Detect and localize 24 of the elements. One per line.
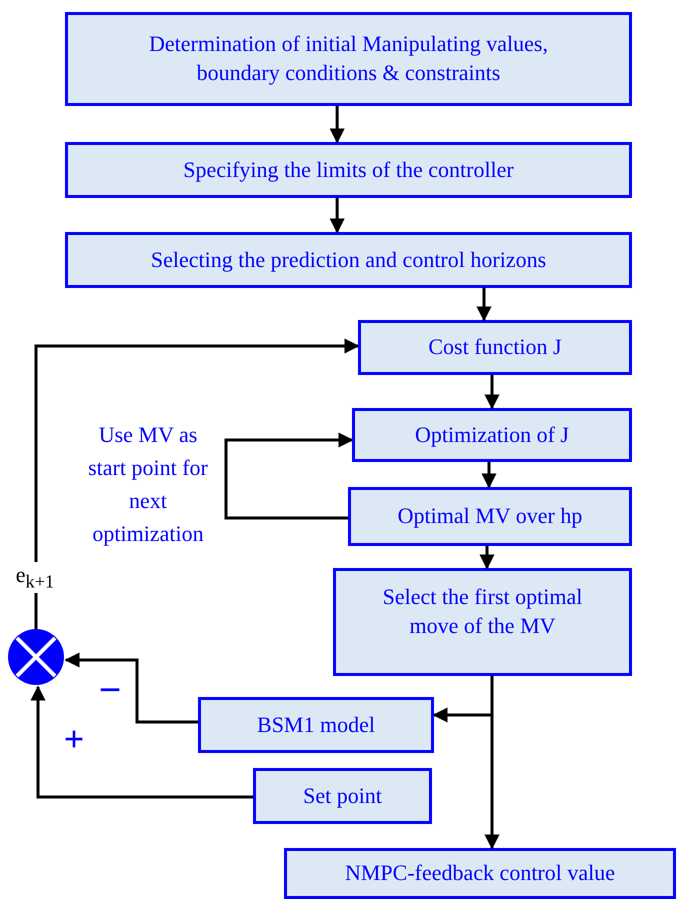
arrow <box>480 546 494 570</box>
process-box: Set point <box>253 768 432 824</box>
process-box: Specifying the limits of the controller <box>65 142 632 198</box>
process-box: Optimization of J <box>352 408 632 462</box>
arrow <box>224 432 354 520</box>
arrow <box>484 375 500 410</box>
process-box: Cost function J <box>358 320 632 375</box>
note-text: Use MV as start point for next optimization <box>87 421 209 548</box>
sign-label: + <box>62 723 86 756</box>
arrow <box>30 686 253 798</box>
summing-junction <box>8 629 64 685</box>
process-box: NMPC-feedback control value <box>284 848 676 899</box>
arrow <box>482 462 496 488</box>
sign-label: − <box>98 672 122 708</box>
process-box: Optimal MV over hp <box>348 487 632 546</box>
arrow <box>476 288 492 322</box>
process-box: Selecting the prediction and control horizons <box>65 232 632 288</box>
process-box: Determination of initial Manipulating values, boundary conditions & constraints <box>65 12 632 106</box>
arrow <box>330 198 345 234</box>
arrow <box>34 338 360 629</box>
arrow <box>64 652 198 724</box>
process-box: Select the first optimal move of the MV <box>333 568 632 676</box>
arrow <box>330 106 345 144</box>
process-box: BSM1 model <box>198 697 434 753</box>
